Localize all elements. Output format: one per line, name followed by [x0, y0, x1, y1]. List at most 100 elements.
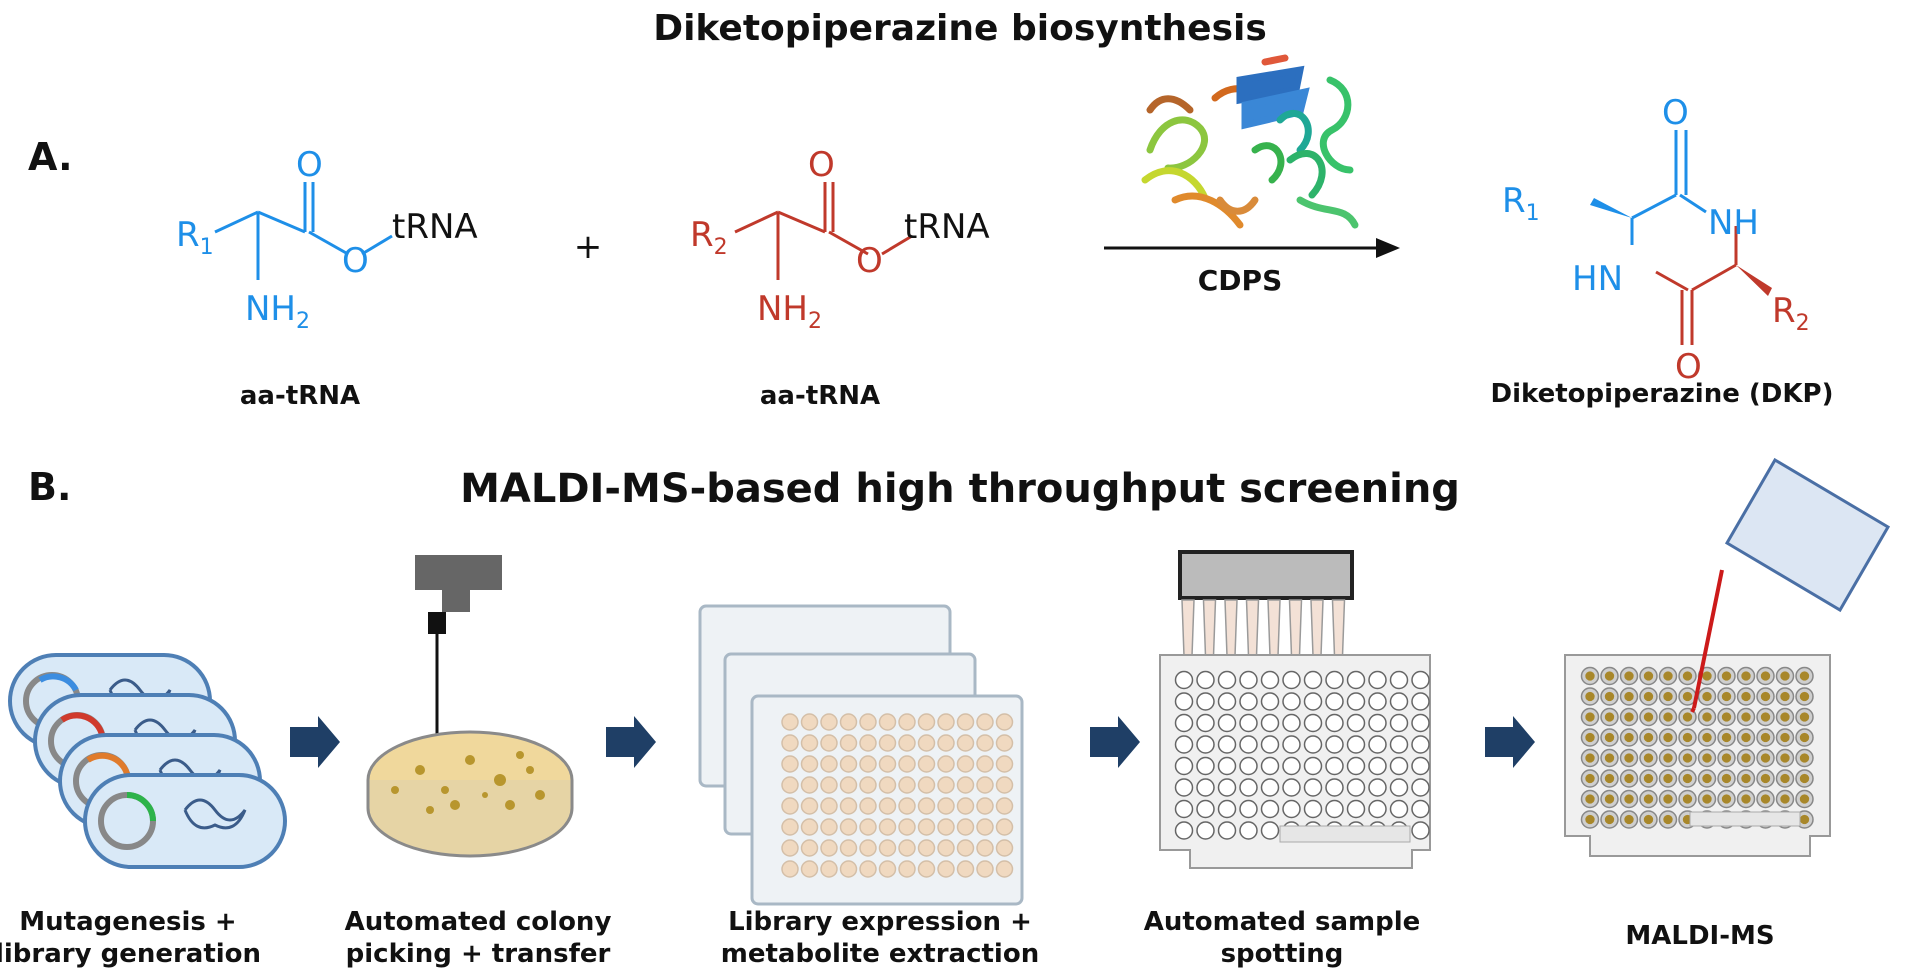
product-label: Diketopiperazine (DKP)	[1491, 379, 1834, 409]
plate-well-spot	[1721, 712, 1732, 722]
step-labels: Mutagenesis + library generation Automat…	[0, 907, 1775, 969]
plate-well	[1260, 670, 1280, 690]
plate-well-spot	[1799, 671, 1810, 681]
plate-well	[1196, 692, 1215, 711]
reactant-1-trna: tRNA	[392, 207, 478, 247]
plate-well	[1303, 692, 1323, 711]
reactant-2-structure	[734, 182, 913, 280]
plate-well-spot	[1741, 773, 1751, 784]
plate-well	[1174, 756, 1194, 776]
step-1-label-line2: library generation	[0, 939, 261, 969]
plate-well-spot	[1780, 732, 1790, 743]
plate-well	[1325, 735, 1344, 754]
plate-well	[781, 713, 799, 731]
plate-well	[1239, 692, 1258, 711]
plate-well	[976, 776, 994, 794]
plate-well	[917, 818, 936, 836]
plate-well	[976, 839, 994, 857]
plate-well	[898, 713, 916, 731]
spotting-plate-wells	[1174, 670, 1430, 840]
plate-well	[937, 818, 955, 836]
plate-well-spot	[1741, 794, 1751, 804]
plate-well	[800, 776, 819, 794]
plate-well	[1239, 735, 1258, 754]
plate-well	[976, 797, 994, 815]
plate-well	[1239, 756, 1258, 776]
step-arrow-4	[1485, 716, 1535, 768]
plate-well	[839, 818, 858, 836]
plate-well-spot	[1780, 691, 1790, 702]
plate-well	[1174, 692, 1194, 711]
plate-well	[1346, 756, 1366, 776]
plate-well-spot	[1741, 712, 1751, 722]
plate-well	[1325, 778, 1344, 797]
plate-well-spot	[1760, 691, 1771, 702]
plate-well-spot	[1585, 794, 1595, 804]
plate-well-spot	[1624, 671, 1634, 681]
plate-well	[1196, 670, 1215, 690]
plate-well	[1174, 735, 1194, 754]
plate-well	[839, 839, 858, 857]
dkp-r2: R2	[1772, 291, 1810, 336]
plate-well	[800, 818, 819, 836]
plate-well	[1217, 735, 1237, 754]
plate-well	[878, 713, 897, 731]
plate-well	[1260, 778, 1280, 797]
plate-well	[781, 860, 799, 878]
plate-well	[937, 797, 955, 815]
plate-well	[1389, 778, 1409, 797]
plate-well-spot	[1604, 671, 1615, 681]
plate-well-spot	[1624, 753, 1634, 763]
plate-well-spot	[1643, 671, 1654, 681]
plate-well	[839, 860, 858, 878]
plate-well	[1325, 692, 1344, 711]
plate-well	[976, 755, 994, 773]
plate-well-spot	[1643, 691, 1654, 702]
plate-well	[1239, 713, 1258, 733]
bacteria-library-illustration	[8, 653, 287, 869]
plate-well-spot	[1585, 732, 1595, 743]
plate-well-spot	[1585, 671, 1595, 681]
plate-well-spot	[1624, 712, 1634, 722]
plate-well-spot	[1799, 691, 1810, 702]
plate-well	[917, 755, 936, 773]
colony-picker-illustration	[366, 555, 574, 858]
plate-well	[917, 776, 936, 794]
dkp-o-top: O	[1662, 93, 1689, 133]
plate-well	[859, 797, 877, 815]
plate-well-spot	[1643, 753, 1654, 763]
plate-well	[1368, 670, 1387, 690]
plate-well	[917, 839, 936, 857]
plate-well	[1260, 821, 1280, 840]
plate-well	[956, 734, 975, 752]
plate-well-spot	[1624, 691, 1634, 702]
plate-well	[898, 776, 916, 794]
step-arrow-2	[606, 716, 656, 768]
plate-well	[917, 713, 936, 731]
plate-well	[917, 860, 936, 878]
plate-well	[1217, 778, 1237, 797]
plate-well	[995, 860, 1014, 878]
plate-well	[976, 734, 994, 752]
plate-well	[839, 713, 858, 731]
plate-well-spot	[1663, 753, 1673, 763]
plate-well	[878, 734, 897, 752]
plate-well	[1260, 799, 1280, 819]
plate-well	[1260, 713, 1280, 733]
plate-well	[1346, 713, 1366, 733]
plate-well	[1368, 692, 1387, 711]
plate-well	[820, 755, 838, 773]
plate-well	[898, 755, 916, 773]
plate-well	[859, 734, 877, 752]
plate-well-spot	[1721, 691, 1732, 702]
plate-well	[1389, 799, 1409, 819]
plate-well	[1196, 713, 1215, 733]
plate-well	[1346, 778, 1366, 797]
plate-well-spot	[1799, 753, 1810, 763]
plate-well	[1260, 735, 1280, 754]
plate-well-spot	[1682, 753, 1693, 763]
plate-well	[898, 797, 916, 815]
plate-well-spot	[1624, 814, 1634, 825]
plate-well-spot	[1663, 691, 1673, 702]
plate-well-spot	[1741, 732, 1751, 743]
